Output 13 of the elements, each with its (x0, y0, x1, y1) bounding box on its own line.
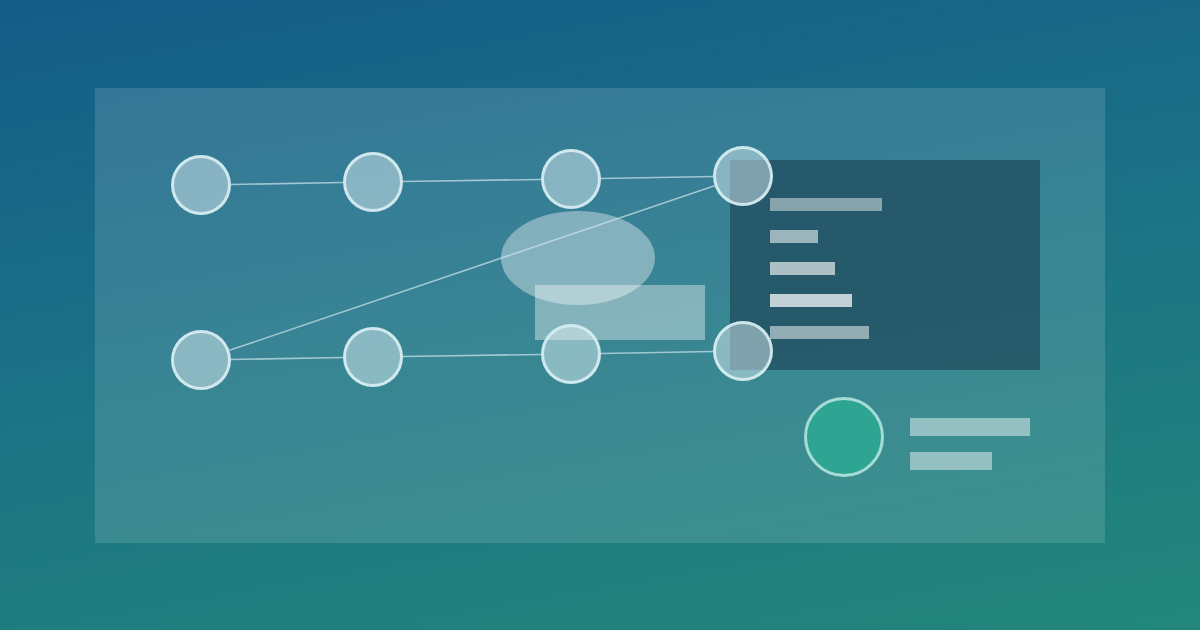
circle-node (343, 152, 403, 212)
connector-line (230, 181, 344, 186)
circle-node (171, 155, 231, 215)
connector-line (230, 356, 344, 361)
connector-line (600, 175, 714, 180)
circle-node (541, 324, 601, 384)
connector-line (228, 184, 716, 352)
connector-line (402, 353, 542, 358)
connector-line (600, 350, 714, 355)
circle-node (343, 327, 403, 387)
connector-line (402, 178, 542, 183)
circle-node (541, 149, 601, 209)
circle-node (171, 330, 231, 390)
